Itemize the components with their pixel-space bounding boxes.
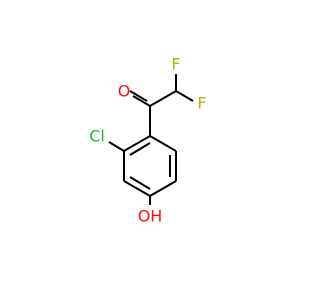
- atom-label-carbonyl-oxygen: O: [118, 82, 131, 101]
- bond-c-f2: [175, 90, 194, 102]
- bond-carbonyl-chf2: [149, 90, 177, 107]
- bond-ring-inner-2: [129, 176, 151, 190]
- bond-ring-c4-c5: [149, 180, 177, 197]
- atom-labels: O F F Cl OH: [89, 55, 206, 226]
- atom-label-hydroxyl: OH: [138, 207, 163, 226]
- structure-diagram: O F F Cl OH: [89, 55, 206, 226]
- bond-ring-c6-c1: [149, 135, 177, 152]
- bond-ring-cl: [108, 141, 125, 152]
- bonds: [108, 74, 194, 205]
- bond-ring-inner-1: [129, 142, 151, 156]
- bond-carbonyl-o-2: [129, 90, 148, 102]
- atom-label-chlorine: Cl: [89, 127, 105, 146]
- bond-ring-c3-c4: [123, 180, 151, 197]
- bond-ring-c1-c2: [123, 135, 151, 152]
- atom-label-fluorine-1: F: [171, 55, 180, 74]
- bond-carbonyl-o-1: [132, 95, 151, 107]
- atom-label-fluorine-2: F: [197, 94, 206, 113]
- molecule-canvas: O F F Cl OH: [89, 54, 207, 226]
